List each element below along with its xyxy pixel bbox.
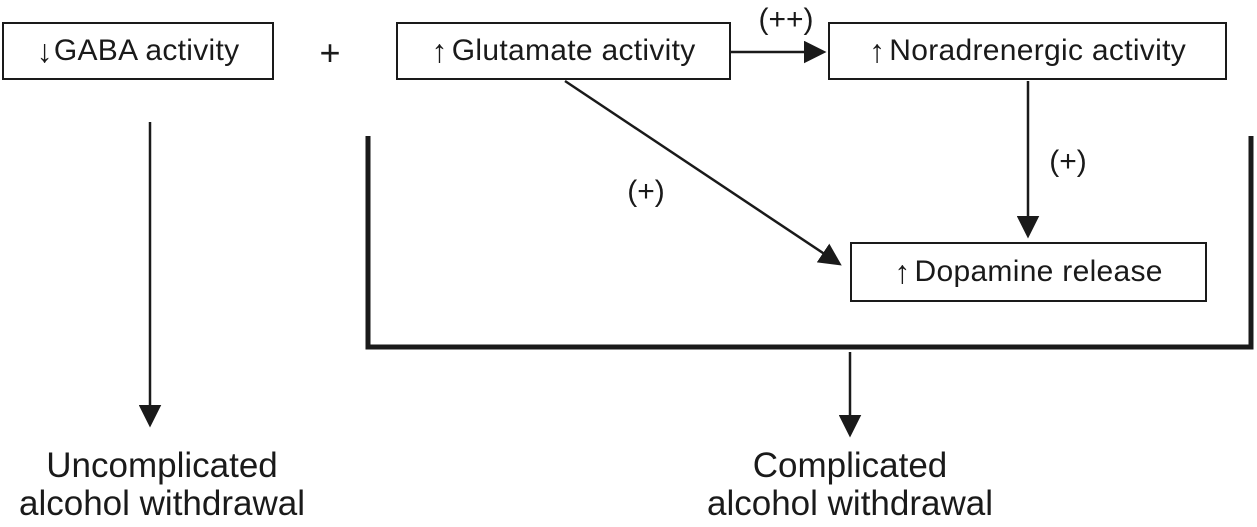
complicated-withdrawal-line2: alcohol withdrawal [707, 484, 993, 523]
uncomplicated-withdrawal-line2: alcohol withdrawal [19, 484, 305, 523]
gaba-activity-label: GABA activity [53, 34, 240, 67]
edge-label-plus-vertical: (+) [1049, 145, 1087, 178]
glutamate-activity-box: ↑ Glutamate activity [396, 22, 731, 80]
dopamine-release-label: Dopamine release [914, 255, 1163, 288]
complicated-withdrawal-line1: Complicated [752, 446, 948, 485]
complicated-pathway-bracket [365, 136, 1254, 350]
dopamine-release-box: ↑ Dopamine release [850, 242, 1207, 302]
edge-label-plus-diagonal: (+) [627, 175, 665, 208]
gaba-activity-box: ↓ GABA activity [2, 22, 274, 80]
complicated-withdrawal-label: Complicated alcohol withdrawal [680, 447, 1020, 523]
uncomplicated-withdrawal-line1: Uncomplicated [46, 446, 278, 485]
noradrenergic-activity-box: ↑ Noradrenergic activity [828, 22, 1227, 80]
up-arrow-icon: ↑ [868, 33, 886, 69]
arrow-glutamate-to-dopamine [564, 79, 842, 266]
edge-label-plus-plus: (++) [758, 3, 814, 36]
uncomplicated-withdrawal-label: Uncomplicated alcohol withdrawal [0, 447, 332, 523]
up-arrow-icon: ↑ [431, 33, 448, 69]
noradrenergic-activity-label: Noradrenergic activity [889, 34, 1187, 67]
glutamate-activity-label: Glutamate activity [451, 34, 696, 67]
up-arrow-icon: ↑ [894, 254, 911, 290]
down-arrow-icon: ↓ [36, 33, 53, 69]
plus-operator: + [319, 32, 341, 73]
